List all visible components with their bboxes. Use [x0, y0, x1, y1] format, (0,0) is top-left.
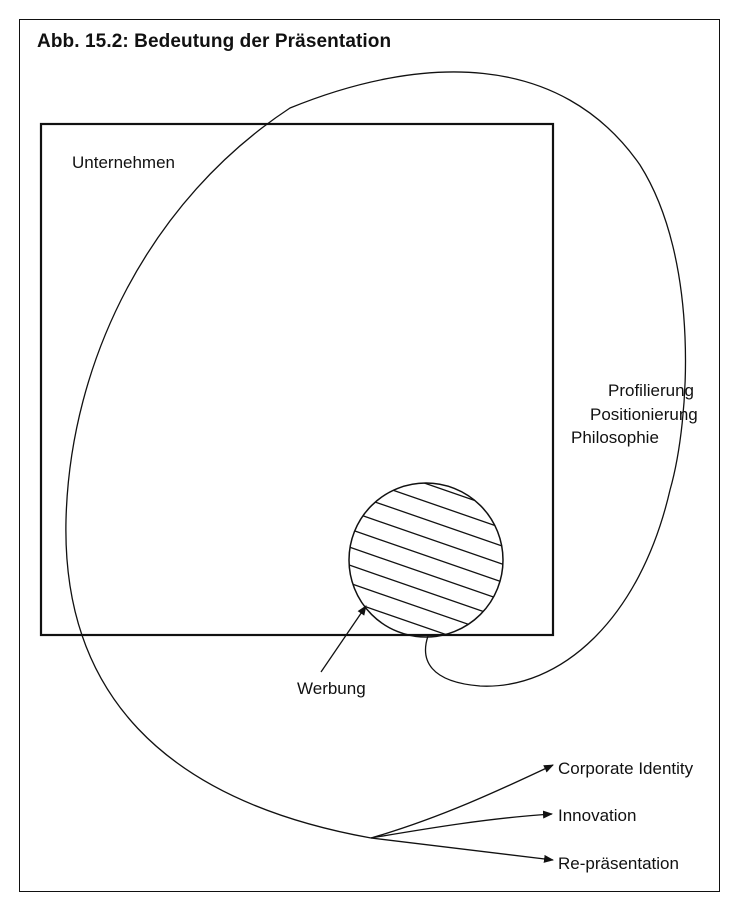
- arrow-representation: [370, 837, 554, 863]
- label-advertising: Werbung: [297, 679, 366, 698]
- advertising-circle: [348, 482, 504, 638]
- figure-frame: [19, 19, 720, 892]
- label-profiling: Profilierung: [608, 381, 694, 400]
- presentation-loop-curve: [65, 71, 687, 839]
- label-corporate-identity: Corporate Identity: [558, 759, 694, 778]
- arrow-corporate-identity: [370, 764, 554, 839]
- label-company: Unternehmen: [72, 153, 175, 172]
- company-box: [39, 122, 555, 637]
- label-philosophy: Philosophie: [571, 428, 659, 447]
- label-innovation: Innovation: [558, 806, 636, 825]
- figure-title: Abb. 15.2: Bedeutung der Präsentation: [37, 31, 392, 52]
- advertising-hatching: [349, 483, 503, 637]
- label-representation: Re-präsentation: [558, 854, 679, 873]
- label-positioning: Positionierung: [590, 405, 698, 424]
- advertising-arrow: [320, 605, 367, 673]
- arrow-innovation: [370, 810, 553, 839]
